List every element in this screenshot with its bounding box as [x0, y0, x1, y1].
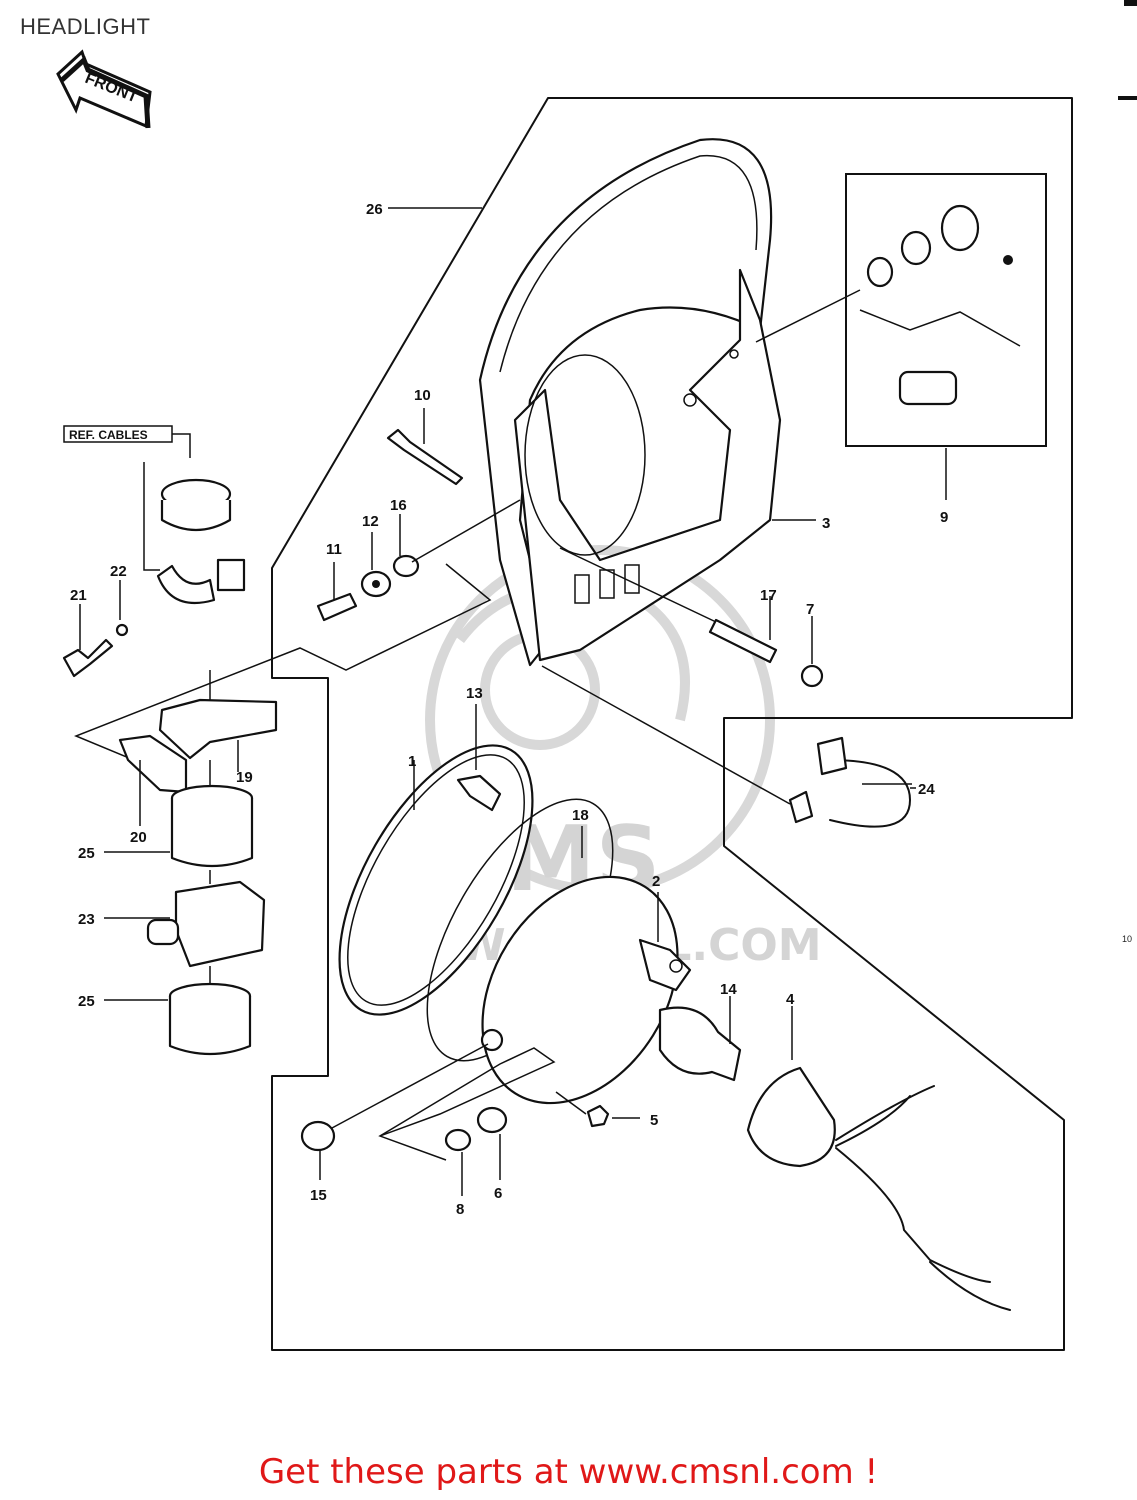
callout-12: 12	[362, 513, 379, 530]
callout-6: 6	[494, 1185, 502, 1202]
bulb-14	[658, 996, 742, 1082]
callout-19: 19	[236, 769, 253, 786]
bolt-11	[316, 562, 358, 622]
callout-25-upper: 25	[78, 845, 95, 862]
washer-12	[360, 532, 392, 598]
callout-11: 11	[326, 541, 342, 558]
grommet-6	[476, 1106, 508, 1180]
callout-5: 5	[650, 1112, 658, 1129]
footer-link[interactable]: Get these parts at www.cmsnl.com !	[258, 1452, 879, 1492]
ref-cables-text: REF. CABLES	[69, 428, 148, 442]
callout-7: 7	[806, 601, 814, 618]
callout-23: 23	[78, 911, 95, 928]
callout-14: 14	[720, 981, 737, 998]
bracket-19-20	[118, 698, 278, 826]
ref-cables-box: REF. CABLES	[63, 425, 191, 571]
front-arrow-icon: FRONT	[56, 49, 152, 129]
washer-16	[392, 514, 420, 578]
grommet-top	[160, 478, 232, 531]
callout-4: 4	[786, 991, 795, 1008]
bolt-10	[386, 408, 464, 486]
clamp-22	[156, 558, 246, 605]
page-title: HEADLIGHT	[20, 14, 151, 39]
clamp-23	[104, 880, 266, 968]
side-note: 10	[1122, 934, 1132, 944]
callout-17: 17	[760, 587, 777, 604]
washer-8	[444, 1128, 472, 1196]
callout-10: 10	[414, 387, 431, 404]
callout-24: 24	[918, 781, 935, 798]
callout-2: 2	[652, 873, 660, 890]
assembly-frame	[271, 97, 1073, 1351]
clip-13	[456, 704, 502, 812]
bolt-21	[62, 580, 129, 678]
grommet-15	[300, 1043, 489, 1180]
grommet-25-upper	[104, 784, 254, 868]
callout-3: 3	[822, 515, 830, 532]
grommet-25-lower	[104, 982, 252, 1056]
callout-15: 15	[310, 1187, 327, 1204]
callout-9: 9	[940, 509, 948, 526]
callout-8: 8	[456, 1201, 464, 1218]
headlight-housing-26	[478, 138, 782, 667]
rim-1	[338, 744, 534, 1016]
headlight-body-2	[480, 875, 692, 1105]
callout-26: 26	[366, 201, 383, 218]
callout-16: 16	[390, 497, 407, 514]
callout-1: 1	[408, 753, 416, 770]
callout-21: 21	[70, 587, 87, 604]
nut-5	[555, 1091, 640, 1128]
callout-20: 20	[130, 829, 147, 846]
callout-13: 13	[466, 685, 483, 702]
callout-25-lower: 25	[78, 993, 95, 1010]
spring-17	[559, 547, 778, 664]
callout-18: 18	[572, 807, 589, 824]
socket-4	[746, 1006, 1011, 1311]
washer-7	[800, 616, 824, 688]
cable-24	[541, 665, 916, 828]
switch-assembly-9	[755, 173, 1047, 500]
callout-22: 22	[110, 563, 127, 580]
